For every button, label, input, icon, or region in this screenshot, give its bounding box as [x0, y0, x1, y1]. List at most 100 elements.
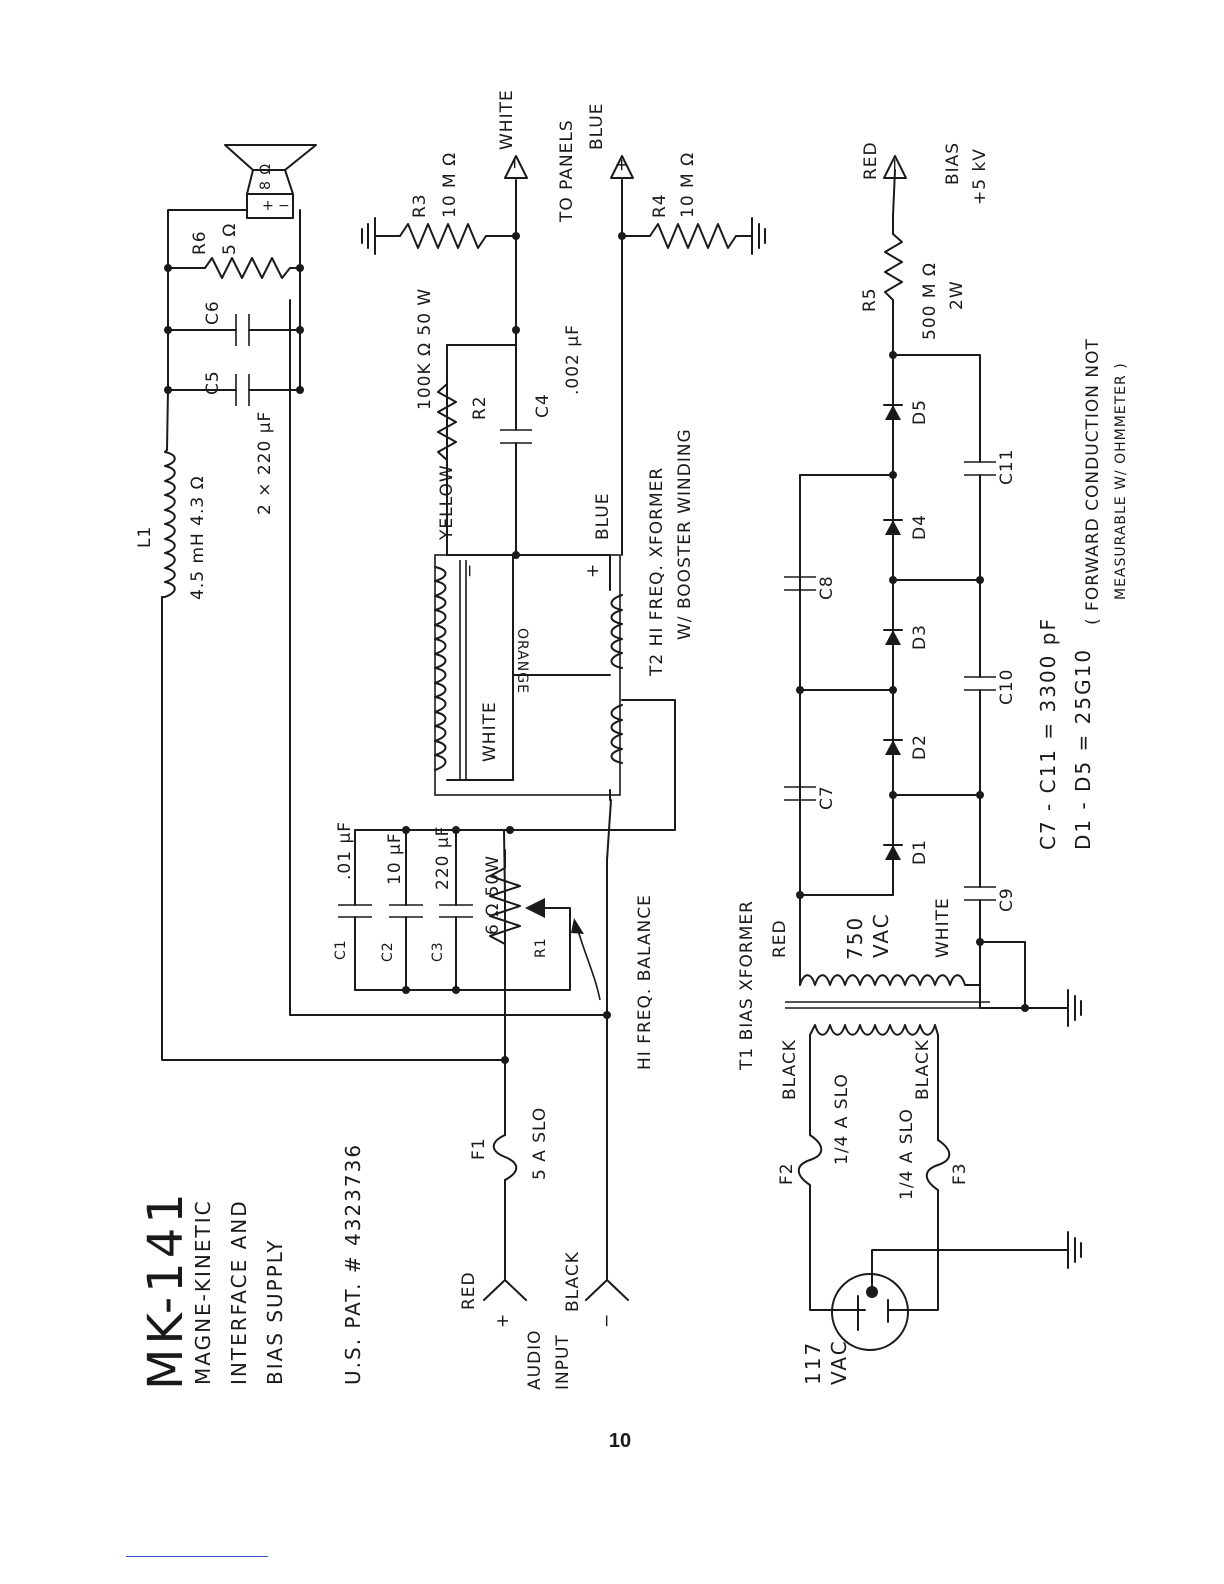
- footnote-rule: [126, 1556, 268, 1557]
- label-r5-power: 2W: [947, 280, 967, 310]
- label-r6-value: 5 Ω: [220, 223, 240, 255]
- voltage-multiplier: C7 C8 C9 C10 C11 D1 D2 D3 D4 D5: [784, 351, 1017, 943]
- label-r5-name: R5: [860, 287, 880, 312]
- t2-label-1: T2 HI FREQ. XFORMER: [647, 467, 667, 677]
- hf-balance-network: C1 C2 C3 R1 .01 μF 10 μF 220 μF 6 Ω 50W …: [333, 821, 655, 1070]
- speaker-section: + − 8 Ω L1 4.5 mH 4.3 Ω C5 C6 2 × 220 μF…: [135, 144, 317, 600]
- panel-output: R2 100K Ω 50 W C4 .002 μF R3 10 M Ω R4 1…: [361, 89, 766, 559]
- label-c5-name: C5: [203, 370, 223, 395]
- label-t1-black1: BLACK: [780, 1039, 800, 1100]
- subtitle-line-1: MAGNE-KINETIC: [191, 1199, 215, 1385]
- label-f3-value: 1/4 A SLO: [897, 1108, 917, 1200]
- label-audio_input-pos_sign: +: [493, 1313, 513, 1328]
- label-c4-name: C4: [533, 393, 553, 418]
- label-mains-line1: 117: [801, 1341, 825, 1385]
- patent-number: U.S. PAT. # 4323736: [341, 1143, 365, 1385]
- label-diodes-0: D1: [910, 839, 930, 865]
- audio-input-label-2: INPUT: [553, 1334, 573, 1390]
- label-r1-name: R1: [533, 937, 549, 958]
- label-white_term-sign: −: [505, 155, 525, 170]
- label-c5c6_value: 2 × 220 μF: [255, 411, 275, 515]
- label-r4-value: 10 M Ω: [678, 152, 698, 218]
- label-speaker-plus: +: [262, 198, 275, 214]
- title: MK-141: [138, 1189, 194, 1390]
- label-t2-plus: +: [583, 563, 603, 578]
- label-r2-value: 100K Ω 50 W: [415, 288, 435, 410]
- label-diodes-3: D4: [910, 514, 930, 540]
- label-c3-name: C3: [430, 941, 446, 962]
- label-c6-name: C6: [203, 300, 223, 325]
- label-f1-name: F1: [469, 1137, 489, 1160]
- label-caps-3: C10: [997, 668, 1017, 705]
- to-panels-label: TO PANELS: [557, 119, 577, 223]
- label-audio_input-neg_sign: −: [597, 1313, 617, 1328]
- note-diodes-detail-1: ( FORWARD CONDUCTION NOT: [1083, 338, 1103, 625]
- page-number: 10: [608, 1430, 632, 1452]
- audio-input: + − RED BLACK AUDIO INPUT: [459, 1251, 629, 1390]
- label-f2-value: 1/4 A SLO: [832, 1073, 852, 1165]
- label-r1-value: 6 Ω 50W: [483, 855, 503, 935]
- label-c1-value: .01 μF: [335, 821, 355, 880]
- label-bias-sign: −: [885, 157, 905, 172]
- label-r3-name: R3: [410, 193, 430, 218]
- label-caps-1: C8: [817, 575, 837, 600]
- label-t2-white: WHITE: [480, 701, 500, 762]
- note-diodes: D1 - D5 = 25G10: [1071, 648, 1095, 850]
- label-c4-value: .002 μF: [563, 324, 583, 395]
- label-r3-value: 10 M Ω: [440, 152, 460, 218]
- audio-input-black-label: BLACK: [563, 1251, 583, 1312]
- label-l1-name: L1: [135, 526, 155, 548]
- label-c3-value: 220 μF: [433, 826, 453, 890]
- label-bias-line2: +5 kV: [970, 148, 990, 205]
- t1-transformer: RED 750 VAC WHITE T1 BIAS XFORMER BLACK …: [737, 474, 1082, 1141]
- label-bias-line1: BIAS: [943, 142, 963, 185]
- speaker-impedance: 8 Ω: [258, 163, 274, 190]
- t2-transformer: YELLOW BLUE WHITE ORANGE − + T2 HI FREQ.…: [434, 235, 695, 831]
- label-r6-name: R6: [190, 230, 210, 255]
- label-caps-0: C7: [817, 785, 837, 810]
- label-c1-name: C1: [333, 939, 349, 960]
- label-c2-name: C2: [380, 941, 396, 962]
- label-r4-name: R4: [650, 193, 670, 218]
- white-terminal-label: WHITE: [497, 89, 517, 150]
- bias-output: − RED BIAS +5 kV R5 500 M Ω 2W: [860, 141, 990, 356]
- component-notes: C7 - C11 = 3300 pF D1 - D5 = 25G10 ( FOR…: [1036, 338, 1129, 850]
- label-c2-value: 10 μF: [385, 832, 405, 885]
- blue-terminal-label: BLUE: [587, 103, 607, 150]
- label-t2-blue: BLUE: [593, 493, 613, 540]
- label-t1-red: RED: [770, 919, 790, 958]
- label-f3-name: F3: [950, 1162, 970, 1185]
- mains-plug: [831, 1273, 909, 1351]
- label-caps-2: C9: [997, 887, 1017, 912]
- hf-balance-label: HI FREQ. BALANCE: [635, 894, 655, 1070]
- audio-input-label-1: AUDIO: [525, 1329, 545, 1390]
- subtitle-line-2: INTERFACE AND: [227, 1199, 251, 1385]
- label-diodes-4: D5: [910, 399, 930, 425]
- t1-label: T1 BIAS XFORMER: [737, 900, 757, 1071]
- label-t1-voltage_line2: VAC: [869, 912, 893, 958]
- label-r5-value: 500 M Ω: [920, 262, 940, 340]
- speaker-terminal-block: [246, 193, 294, 219]
- label-t2-yellow: YELLOW: [437, 464, 457, 541]
- label-blue_term-sign: +: [612, 157, 632, 172]
- audio-input-red-label: RED: [459, 1271, 479, 1310]
- label-t1-black2: BLACK: [913, 1039, 933, 1100]
- label-l1-value: 4.5 mH 4.3 Ω: [188, 475, 208, 600]
- label-diodes-2: D3: [910, 624, 930, 650]
- title-block: MK-141 MAGNE-KINETIC INTERFACE AND BIAS …: [138, 1143, 365, 1390]
- label-r2-name: R2: [470, 395, 490, 420]
- label-t2-orange: ORANGE: [514, 628, 530, 694]
- label-f2-name: F2: [777, 1162, 797, 1185]
- subtitle-line-3: BIAS SUPPLY: [263, 1238, 287, 1385]
- note-capacitors: C7 - C11 = 3300 pF: [1036, 617, 1060, 850]
- label-bias-wire: RED: [861, 141, 881, 180]
- mains-input: F2 1/4 A SLO F3 1/4 A SLO 117 VAC: [777, 1073, 1082, 1385]
- label-t1-white: WHITE: [933, 897, 953, 958]
- label-speaker-minus: −: [278, 198, 291, 214]
- label-mains-line2: VAC: [827, 1339, 851, 1385]
- label-f1-value: 5 A SLO: [530, 1107, 550, 1180]
- fuse-f1: F1 5 A SLO: [469, 1107, 550, 1181]
- label-diodes-1: D2: [910, 734, 930, 760]
- label-t1-voltage_line1: 750: [843, 916, 867, 960]
